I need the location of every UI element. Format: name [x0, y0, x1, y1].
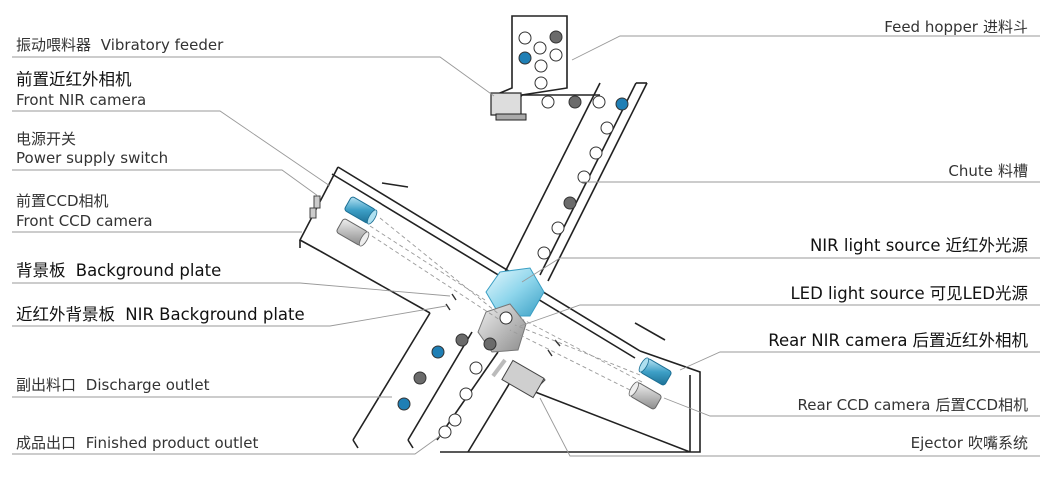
vibratory-feeder — [490, 92, 527, 121]
ejector — [491, 358, 546, 399]
power-supply-switch — [309, 195, 321, 219]
label-ejector-en: Ejector — [910, 434, 963, 452]
label-ejector-zh: 吹嘴系统 — [967, 434, 1028, 452]
discharge-channel — [352, 312, 473, 449]
label-power-supply-switch-en: Power supply switch — [16, 149, 169, 167]
label-background-plate-en: Background plate — [75, 261, 222, 280]
nir-light-source — [485, 267, 545, 317]
leader-lines — [12, 35, 1040, 457]
label-vibratory-feeder: 振动喂料器 Vibratory feeder — [16, 36, 223, 54]
rear-ccd-camera — [628, 381, 662, 410]
label-front-nir-camera-en: Front NIR camera — [16, 91, 147, 109]
label-rear-nir-camera-en: Rear NIR camera — [768, 331, 908, 350]
label-vibratory-feeder-en: Vibratory feeder — [100, 36, 224, 54]
label-rear-nir-camera-zh: 后置近红外相机 — [912, 331, 1029, 350]
label-nir-light-source-zh: 近红外光源 — [945, 236, 1029, 255]
label-discharge-outlet-zh: 副出料口 — [16, 376, 77, 394]
label-front-nir-camera-zh: 前置近红外相机 — [16, 70, 132, 89]
label-power-supply-switch-zh: 电源开关 — [16, 130, 77, 148]
label-nir-background-plate-en: NIR Background plate — [125, 305, 305, 324]
label-chute-zh: 料槽 — [997, 162, 1028, 180]
label-finished-product-outlet-en: Finished product outlet — [85, 434, 259, 452]
label-discharge-outlet-en: Discharge outlet — [85, 376, 210, 394]
background-plate — [445, 293, 457, 311]
front-nir-camera — [344, 196, 378, 225]
label-background-plate: 背景板 Background plate — [16, 261, 221, 281]
label-front-ccd-camera-zh: 前置CCD相机 — [16, 192, 109, 210]
label-feed-hopper-zh: 进料斗 — [982, 18, 1028, 36]
label-feed-hopper-en: Feed hopper — [884, 18, 978, 36]
label-led-light-source-en: LED light source — [790, 284, 925, 303]
label-chute-en: Chute — [948, 162, 993, 180]
label-discharge-outlet: 副出料口 Discharge outlet — [16, 376, 210, 394]
chute-grains — [537, 95, 629, 260]
camera-beams — [369, 217, 643, 391]
front-ccd-camera — [336, 218, 370, 247]
label-nir-light-source-en: NIR light source — [809, 236, 941, 255]
label-front-ccd-camera-en: Front CCD camera — [16, 212, 153, 230]
label-finished-product-outlet: 成品出口 Finished product outlet — [16, 434, 258, 452]
falling-grains — [397, 311, 513, 439]
label-nir-background-plate-zh: 近红外背景板 — [16, 305, 115, 324]
label-led-light-source-zh: 可见LED光源 — [929, 284, 1028, 303]
label-finished-product-outlet-zh: 成品出口 — [16, 434, 77, 452]
label-vibratory-feeder-zh: 振动喂料器 — [16, 36, 92, 54]
label-rear-ccd-camera-en: Rear CCD camera — [797, 396, 931, 414]
label-rear-ccd-camera-zh: 后置CCD相机 — [935, 396, 1029, 414]
label-background-plate-zh: 背景板 — [16, 261, 66, 280]
rear-nir-camera — [638, 357, 672, 386]
label-nir-background-plate: 近红外背景板 NIR Background plate — [16, 305, 305, 325]
nir-background-plate — [547, 339, 561, 357]
hopper-grains — [518, 30, 563, 90]
